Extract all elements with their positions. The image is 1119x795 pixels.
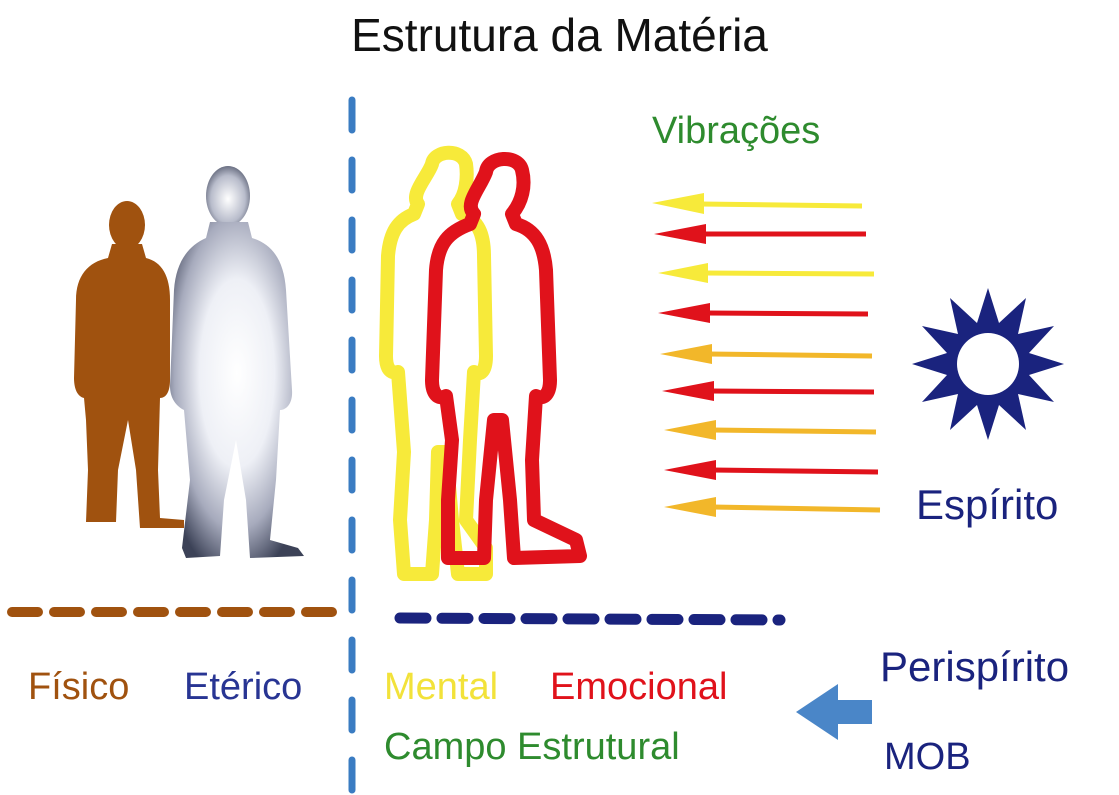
label-fisico: Físico [28, 666, 130, 708]
label-perispirito: Perispírito [880, 643, 1070, 690]
vibration-arrow-icon [664, 420, 877, 440]
vibration-arrow-icon [654, 224, 866, 244]
vibration-arrow-icon [652, 193, 863, 214]
sun-icon [912, 288, 1064, 440]
vibration-arrow-icon [658, 263, 875, 283]
label-eterico: Etérico [184, 666, 303, 708]
divider-perispirit [394, 612, 786, 626]
label-campo-estrutural: Campo Estrutural [384, 726, 680, 768]
label-mental: Mental [384, 666, 499, 708]
figure-fisico [74, 201, 184, 528]
label-espirito: Espírito [916, 481, 1059, 528]
label-mob: MOB [884, 736, 971, 778]
vibration-arrow-icon [662, 381, 875, 401]
vibration-arrow-icon [664, 497, 881, 517]
figure-eterico [170, 166, 304, 558]
left-arrow-icon [796, 684, 872, 740]
vibration-arrows [652, 193, 881, 517]
page-title: Estrutura da Matéria [351, 9, 768, 61]
vibration-arrow-icon [664, 460, 879, 480]
vibration-arrow-icon [660, 344, 873, 364]
vibration-arrow-icon [658, 303, 869, 323]
label-vibracoes: Vibrações [652, 110, 821, 152]
figure-emocional [425, 152, 587, 565]
label-emocional: Emocional [550, 666, 728, 708]
figure-mental [379, 145, 493, 581]
